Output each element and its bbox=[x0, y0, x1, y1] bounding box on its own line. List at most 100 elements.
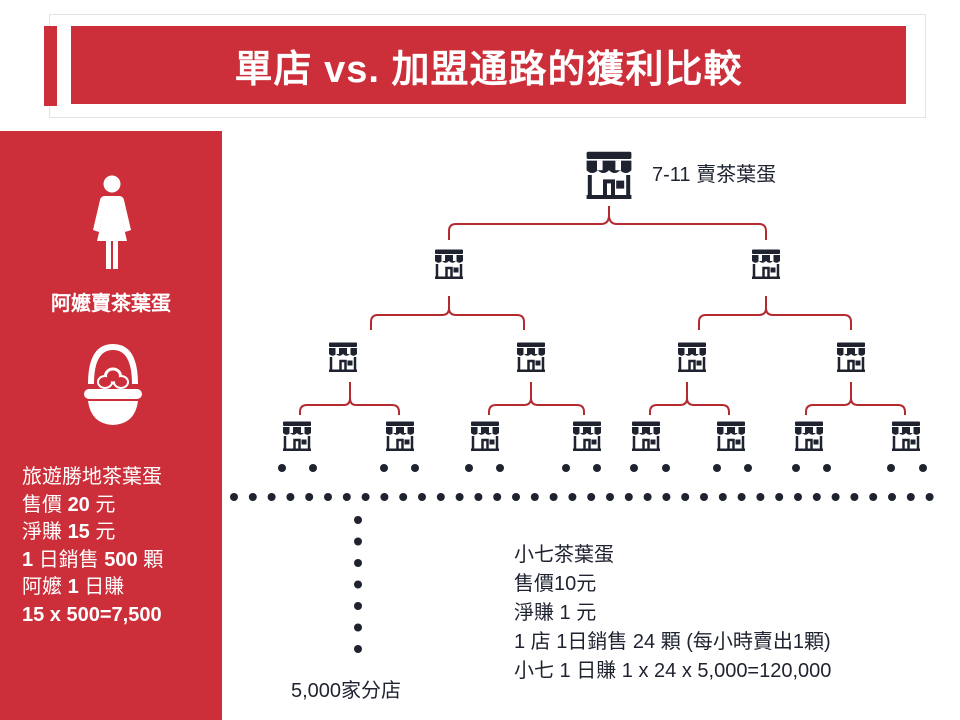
store-icon-l4 bbox=[572, 421, 602, 451]
ellipsis-dot bbox=[465, 464, 473, 472]
store-icon-l3 bbox=[677, 342, 707, 372]
separator-dot bbox=[869, 493, 878, 501]
desc-line-3: 淨賺 15 元 bbox=[22, 521, 116, 543]
store-icon-l3 bbox=[516, 342, 546, 372]
store-icon-l2 bbox=[434, 249, 464, 279]
page-title: 單店 vs. 加盟通路的獲利比較 bbox=[71, 26, 906, 104]
info-line-4: 1 店 1日銷售 24 顆 (每小時賣出1顆) bbox=[514, 631, 831, 653]
desc-line-5: 阿嬤 1 日賺 bbox=[22, 576, 125, 598]
store-icon-l4 bbox=[385, 421, 415, 451]
desc-line-2: 售價 20 元 bbox=[22, 493, 116, 516]
page-title-text: 單店 vs. 加盟通路的獲利比較 bbox=[234, 48, 743, 91]
ellipsis-dot bbox=[713, 464, 721, 472]
separator-dot bbox=[624, 493, 633, 501]
separator-dot bbox=[305, 493, 314, 501]
store-icon-l4 bbox=[716, 421, 746, 451]
desc-line-6: 15 x 500=7,500 bbox=[22, 603, 162, 626]
separator-dot bbox=[474, 493, 483, 501]
separator-dot bbox=[436, 493, 445, 501]
separator-dot bbox=[700, 493, 708, 501]
ellipsis-dot bbox=[496, 464, 504, 472]
separator-dot bbox=[399, 493, 408, 501]
left-panel: 阿嬤賣茶葉蛋 旅遊勝地茶葉蛋 售價 20 元 淨賺 15 元 1 日銷售 500… bbox=[0, 131, 222, 720]
ellipsis-dot bbox=[919, 464, 927, 472]
desc-line-1: 旅遊勝地茶葉蛋 bbox=[22, 466, 162, 488]
separator-dot bbox=[906, 493, 915, 501]
separator-dot bbox=[354, 645, 362, 653]
ellipsis-dot bbox=[593, 464, 601, 472]
store-icon-root bbox=[585, 151, 633, 199]
separator-dot bbox=[530, 493, 539, 501]
ellipsis-dot bbox=[411, 464, 419, 472]
separator-dot bbox=[643, 493, 652, 501]
woman-icon bbox=[93, 175, 131, 269]
separator-dot bbox=[925, 493, 934, 501]
ellipsis-dot bbox=[744, 464, 752, 472]
separator-dot bbox=[354, 623, 362, 632]
ellipsis-dot bbox=[630, 464, 638, 472]
store-icon-l3 bbox=[836, 342, 866, 372]
ellipsis-dots bbox=[278, 464, 927, 472]
separator-dot bbox=[831, 493, 840, 501]
store-icon-l4 bbox=[631, 421, 661, 451]
store-icon-l2 bbox=[751, 249, 781, 279]
store-icon-l4 bbox=[282, 421, 312, 451]
info-line-5: 小七 1 日賺 1 x 24 x 5,000=120,000 bbox=[514, 660, 832, 682]
separator-dot bbox=[512, 493, 520, 501]
separator-dot bbox=[380, 493, 389, 501]
branch-count-label: 5,000家分店 bbox=[291, 680, 402, 702]
separator-dot bbox=[418, 493, 426, 501]
ellipsis-dot bbox=[792, 464, 800, 472]
store-icon-l4 bbox=[794, 421, 824, 451]
dotted-separator-horizontal bbox=[230, 493, 934, 501]
top-store-label: 7-11 賣茶葉蛋 bbox=[652, 164, 777, 186]
bracket-root bbox=[448, 206, 767, 240]
separator-dot bbox=[354, 516, 362, 524]
store-icon-l4 bbox=[891, 421, 921, 451]
separator-dot bbox=[737, 493, 746, 501]
desc-line-4: 1 日銷售 500 顆 bbox=[22, 548, 164, 571]
separator-dot bbox=[756, 493, 765, 501]
separator-dot bbox=[354, 602, 362, 610]
seven-eleven-info: 小七茶葉蛋 售價10元 淨賺 1 元 1 店 1日銷售 24 顆 (每小時賣出1… bbox=[514, 541, 831, 686]
separator-dot bbox=[493, 493, 502, 501]
title-accent bbox=[44, 26, 57, 106]
separator-dot bbox=[662, 493, 671, 501]
separator-dot bbox=[568, 493, 577, 501]
separator-dot bbox=[361, 493, 370, 501]
ellipsis-dot bbox=[278, 464, 286, 472]
dotted-separator-vertical bbox=[354, 516, 362, 653]
separator-dot bbox=[794, 493, 802, 501]
separator-dot bbox=[775, 493, 784, 501]
separator-dot bbox=[342, 493, 351, 501]
info-line-2: 售價10元 bbox=[514, 573, 597, 595]
info-line-1: 小七茶葉蛋 bbox=[514, 544, 614, 566]
separator-dot bbox=[455, 493, 464, 501]
ellipsis-dot bbox=[309, 464, 317, 472]
ellipsis-dot bbox=[380, 464, 388, 472]
separator-dot bbox=[587, 493, 596, 501]
separator-dot bbox=[354, 580, 362, 589]
separator-dot bbox=[606, 493, 614, 501]
store-icon-l4 bbox=[470, 421, 500, 451]
separator-dot bbox=[354, 559, 362, 567]
separator-dot bbox=[267, 493, 276, 501]
ellipsis-dot bbox=[662, 464, 670, 472]
separator-dot bbox=[812, 493, 821, 501]
grandma-name: 阿嬤賣茶葉蛋 bbox=[51, 293, 171, 315]
grandma-description: 旅遊勝地茶葉蛋 售價 20 元 淨賺 15 元 1 日銷售 500 顆 阿嬤 1… bbox=[22, 464, 163, 629]
separator-dot bbox=[888, 493, 896, 501]
separator-dot bbox=[354, 537, 362, 546]
ellipsis-dot bbox=[562, 464, 570, 472]
separator-dot bbox=[681, 493, 690, 501]
store-nodes bbox=[282, 151, 921, 451]
separator-dot bbox=[324, 493, 332, 501]
ellipsis-dot bbox=[887, 464, 895, 472]
bracket-level-2 bbox=[370, 296, 852, 330]
separator-dot bbox=[286, 493, 295, 501]
separator-dot bbox=[718, 493, 727, 501]
ellipsis-dot bbox=[823, 464, 831, 472]
separator-dot bbox=[850, 493, 859, 501]
separator-dot bbox=[230, 493, 238, 501]
